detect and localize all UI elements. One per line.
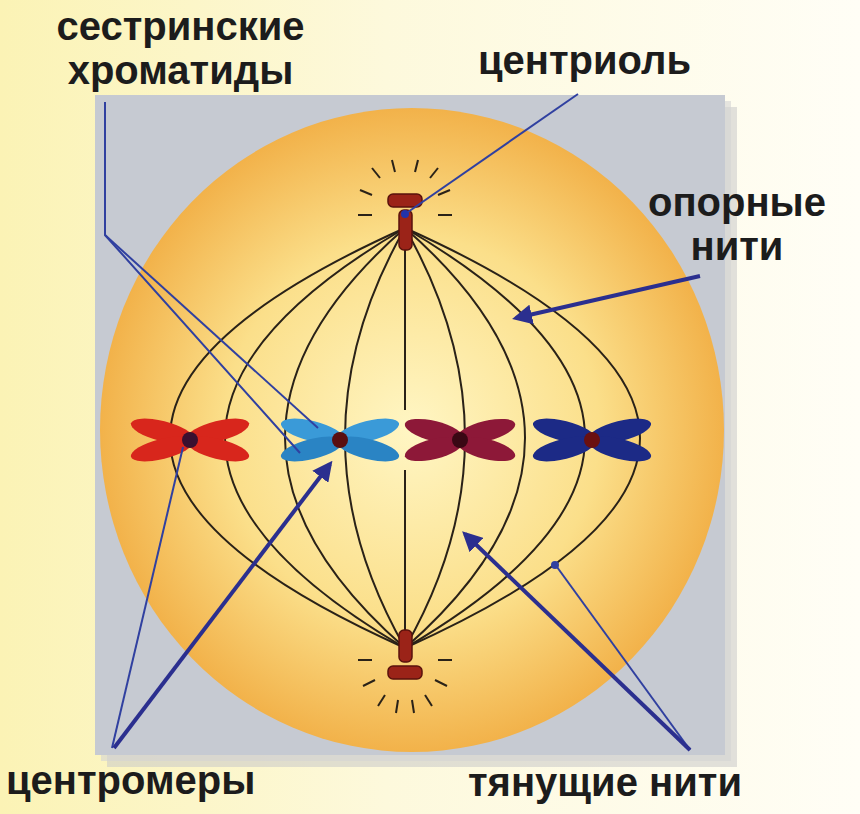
callout-label-box: центромеры [6, 758, 255, 802]
spindle-fibre [404, 228, 406, 410]
aster-ray [372, 168, 380, 178]
leader-arrow [465, 534, 690, 750]
callout-label: центромеры [6, 758, 255, 802]
centromere [182, 432, 198, 448]
aster-ray [360, 190, 372, 195]
grey-panel [95, 95, 725, 755]
callout-label-box: опорные нити [622, 180, 852, 268]
aster-ray [378, 695, 385, 706]
chromosome [531, 414, 654, 467]
spindle-fibre [225, 228, 405, 648]
aster-ray [392, 160, 395, 172]
leader-line [408, 94, 578, 212]
leader-lines [105, 94, 690, 750]
callout-label: центриоль [478, 38, 691, 82]
aster-ray [425, 695, 432, 706]
callout-label: сестринские хроматиды [8, 4, 353, 92]
centriole-rod [399, 630, 412, 662]
chromosome [129, 414, 252, 467]
leader-arrows [114, 276, 700, 750]
aster-ray [358, 214, 372, 216]
cell-body [100, 108, 724, 752]
centromere [452, 432, 468, 448]
leader-line [557, 567, 690, 750]
centriole-rod [399, 210, 412, 250]
aster-ray [363, 680, 375, 686]
leader-line [105, 102, 300, 453]
callout-label: опорные нити [622, 180, 852, 268]
centriole-rod [388, 666, 422, 679]
callout-label-box: сестринские хроматиды [8, 4, 353, 92]
aster-ray [430, 168, 438, 178]
aster-ray [415, 160, 418, 172]
centriole [388, 630, 422, 679]
centriole [388, 194, 422, 250]
aster-ray [358, 659, 372, 661]
leader-arrow [114, 464, 330, 748]
aster-ray [438, 659, 452, 661]
spindle-fibre [404, 470, 406, 648]
aster-ray [412, 700, 414, 713]
chromosome [279, 414, 402, 467]
callout-label-box: тянущие нити [468, 760, 742, 804]
aster-ray [435, 680, 447, 686]
centromere [584, 432, 600, 448]
chromosome [402, 414, 517, 466]
aster-ray [438, 214, 452, 216]
callout-label-box: центриоль [478, 38, 691, 82]
leader-line [105, 235, 318, 428]
leader-dot [551, 561, 559, 569]
centromere [332, 432, 348, 448]
aster-ray [396, 700, 398, 713]
callout-label: тянущие нити [468, 760, 742, 804]
leader-arrow [516, 276, 700, 318]
